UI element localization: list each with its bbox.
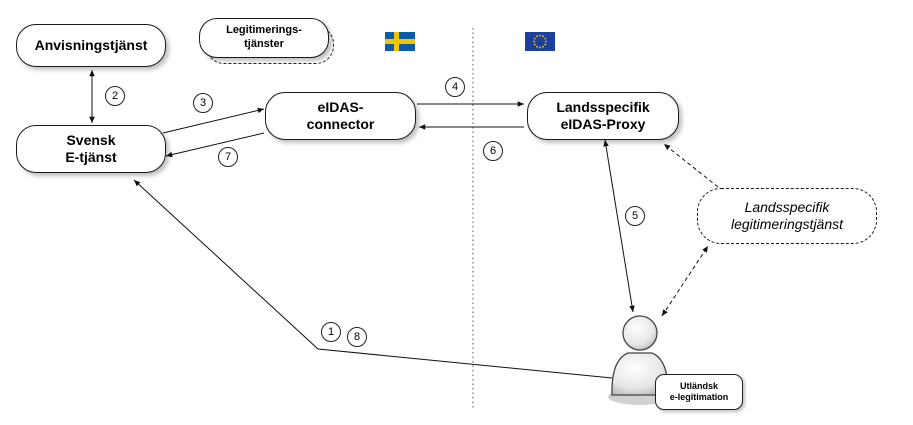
step-4: 4 <box>445 77 465 97</box>
node-legitimeringstjanster: Legitimerings- tjänster <box>199 18 329 58</box>
arrow-dashed-person-legit <box>661 245 709 317</box>
step-7: 7 <box>218 147 238 167</box>
eu-stars <box>533 34 547 49</box>
node-legitimeringstjanster-stack: Legitimerings- tjänster <box>199 18 339 68</box>
step-2: 2 <box>105 86 125 106</box>
node-svensk-etjanst: Svensk E-tjänst <box>16 125 166 173</box>
node-landsspecifik-proxy: Landsspecifik eIDAS-Proxy <box>527 92 679 140</box>
eu-flag-icon <box>525 32 555 51</box>
node-anvisningstjanst: Anvisningstjänst <box>16 24 166 67</box>
step-8: 8 <box>347 327 367 347</box>
arrow-dashed-legit-proxy <box>663 143 719 188</box>
node-eidas-connector: eIDAS- connector <box>265 92 416 140</box>
arrow-7 <box>165 132 265 158</box>
step-3: 3 <box>193 93 213 113</box>
arrow-5 <box>603 139 635 313</box>
step-1: 1 <box>321 322 341 342</box>
step-6: 6 <box>483 141 503 161</box>
step-5: 5 <box>625 206 645 226</box>
arrow-3 <box>162 107 265 134</box>
arrow-1-8 <box>133 179 613 379</box>
sweden-flag-icon <box>385 32 415 51</box>
label-utlandsk-elegitimation: Utländsk e-legitimation <box>655 374 743 410</box>
node-landsspecifik-legitimering: Landsspecifik legitimeringstjänst <box>697 188 877 244</box>
